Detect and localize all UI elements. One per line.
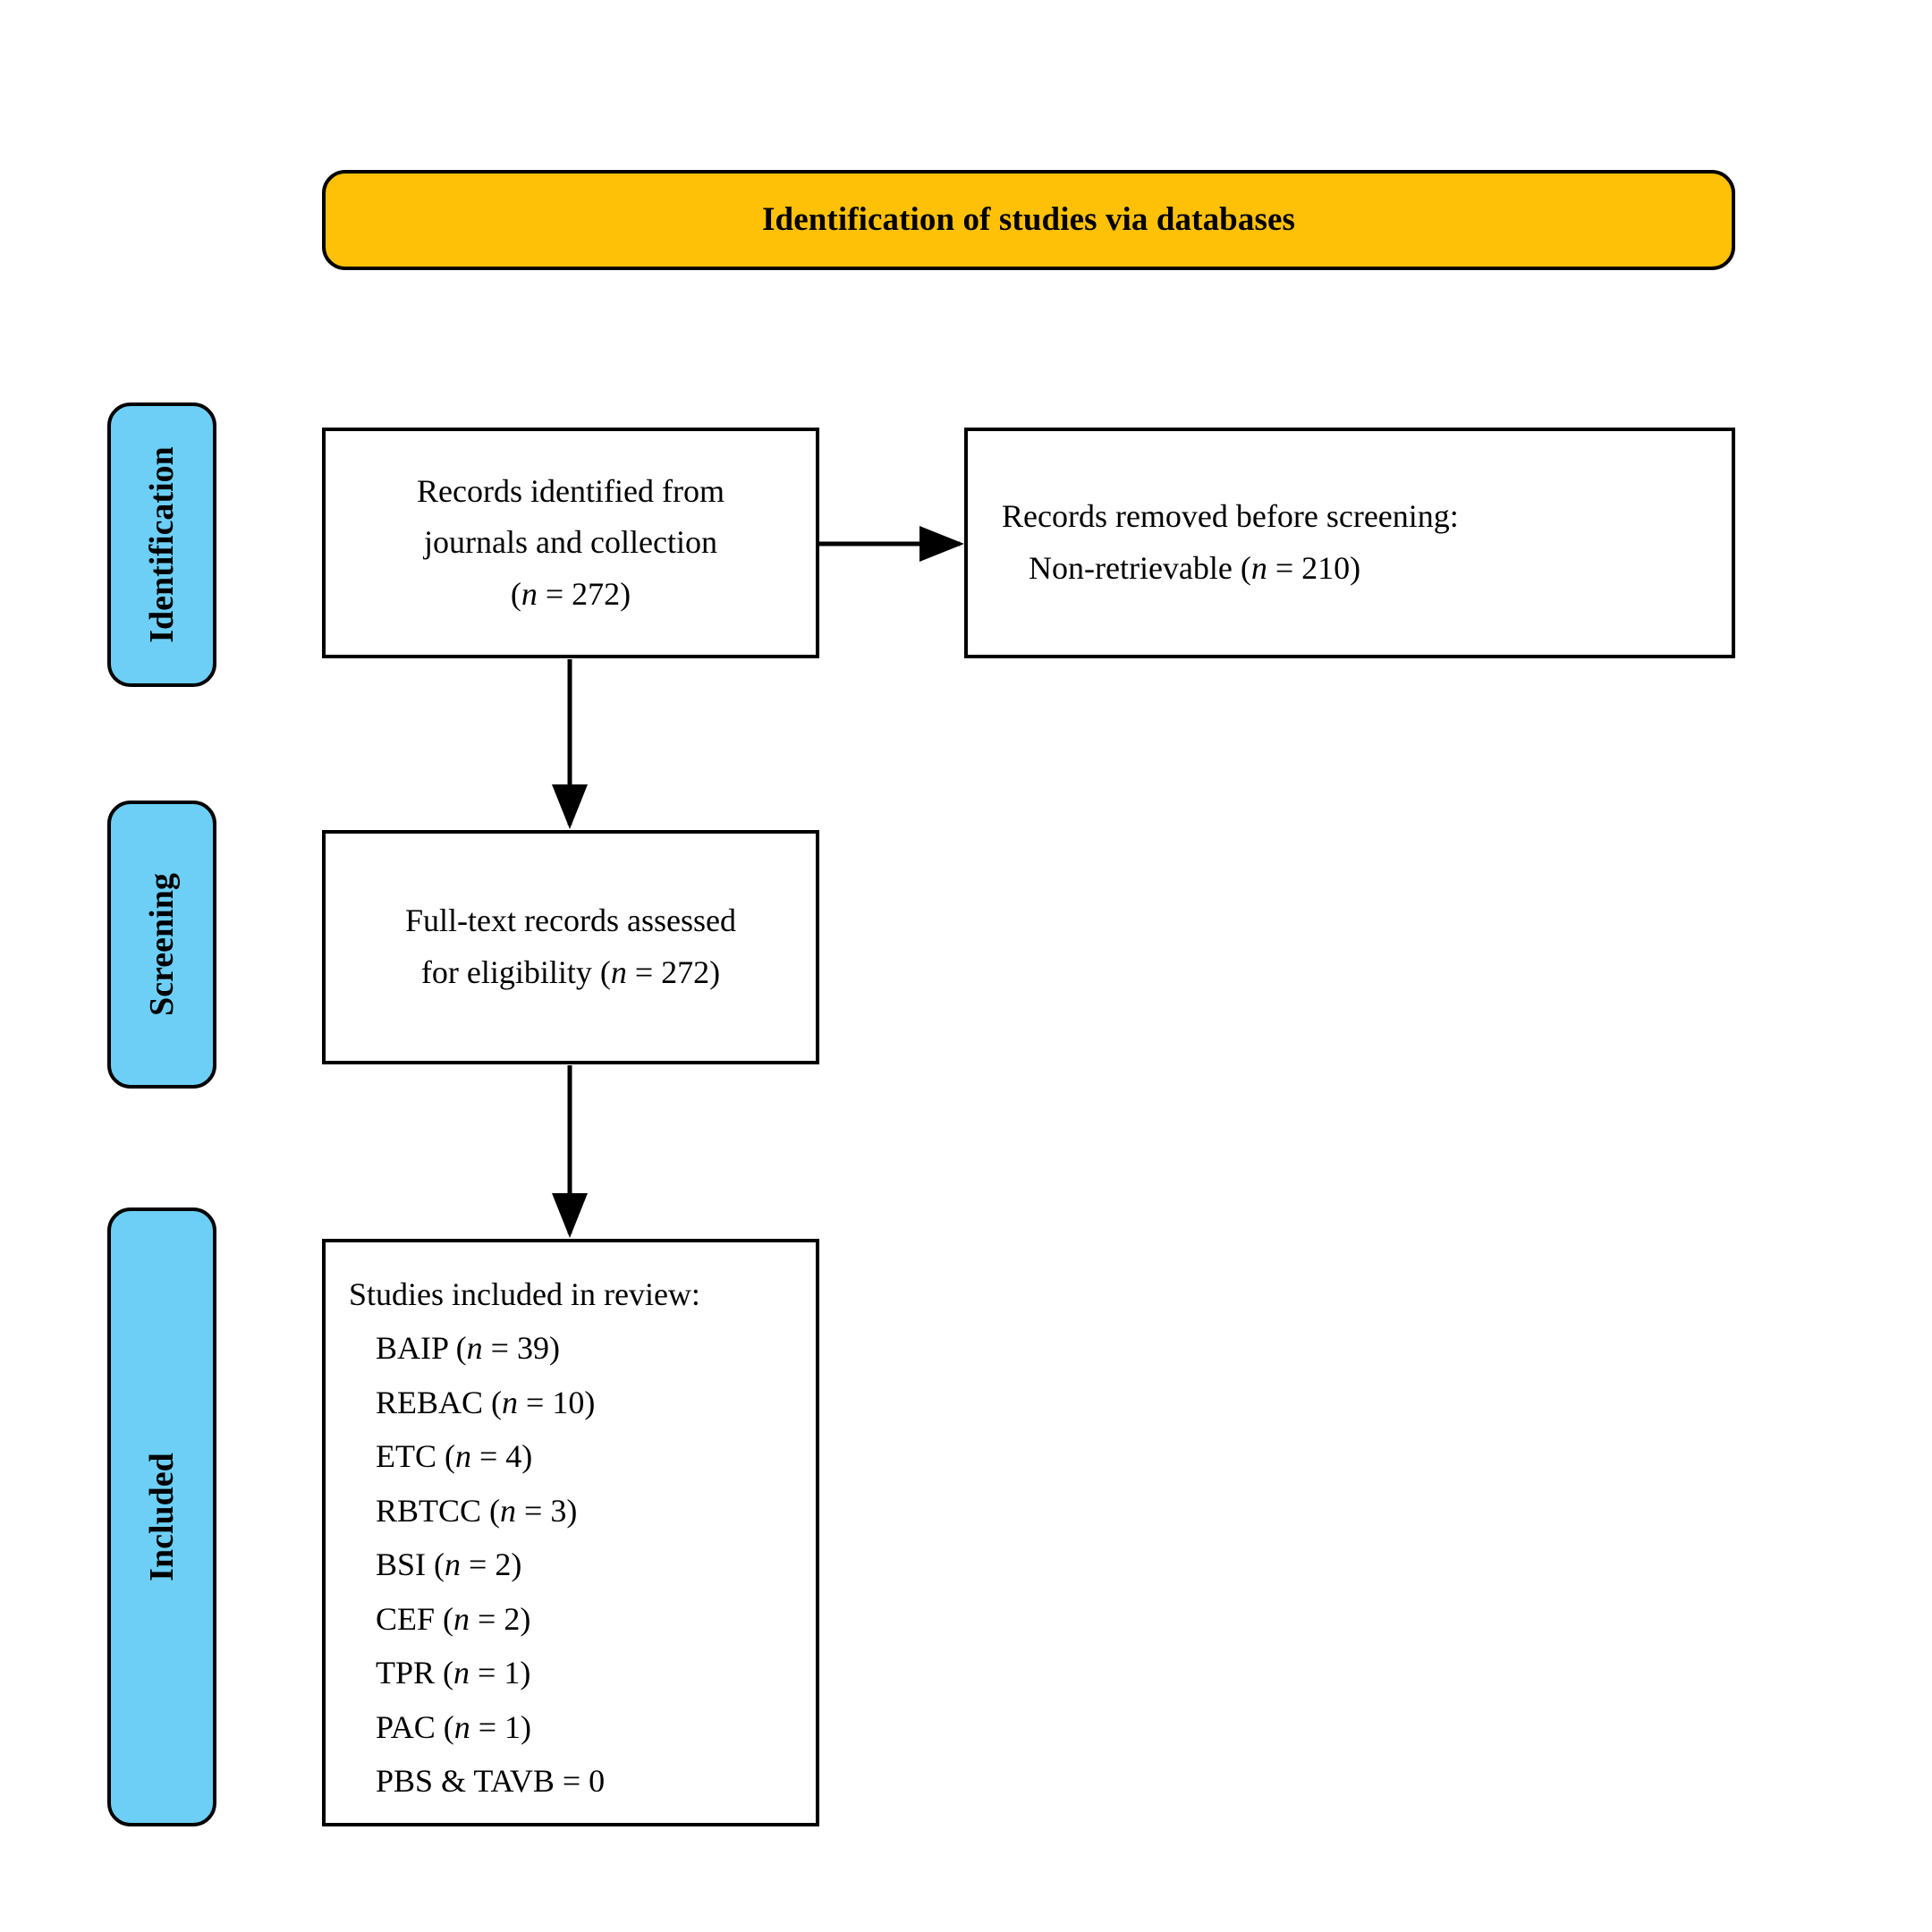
box-studies-included: Studies included in review: BAIP (n = 39… bbox=[322, 1239, 819, 1826]
n-value: = 2) bbox=[461, 1546, 522, 1583]
stage-label-included: Included bbox=[107, 1208, 216, 1826]
n-symbol: n bbox=[1250, 550, 1267, 586]
n-symbol: n bbox=[521, 575, 538, 612]
studies-included-list: BAIP (n = 39)REBAC (n = 10)ETC (n = 4)RB… bbox=[349, 1321, 700, 1808]
included-list-item: PBS & TAVB = 0 bbox=[349, 1754, 700, 1808]
stage-label-identification: Identification bbox=[107, 402, 216, 687]
box-records-removed: Records removed before screening: Non-re… bbox=[964, 428, 1735, 658]
n-symbol: n bbox=[453, 1655, 470, 1691]
included-item-label: TPR ( bbox=[376, 1655, 454, 1691]
studies-included-heading: Studies included in review: bbox=[349, 1276, 700, 1312]
fulltext-prefix: for eligibility ( bbox=[420, 954, 611, 990]
n-value: = 2) bbox=[470, 1600, 531, 1637]
n-value: = 1) bbox=[470, 1655, 531, 1691]
box-fulltext-assessed: Full-text records assessed for eligibili… bbox=[322, 830, 819, 1064]
n-symbol: n bbox=[502, 1384, 519, 1420]
n-value: = 39) bbox=[482, 1330, 560, 1367]
included-list-item: BAIP (n = 39) bbox=[349, 1321, 700, 1375]
included-list-item: RBTCC (n = 3) bbox=[349, 1484, 700, 1538]
fulltext-line1: Full-text records assessed bbox=[405, 902, 736, 939]
paren-open: ( bbox=[510, 575, 521, 612]
fulltext-line2: for eligibility (n = 272) bbox=[421, 954, 720, 990]
box-records-identified: Records identified from journals and col… bbox=[322, 428, 819, 658]
banner-title: Identification of studies via databases bbox=[762, 200, 1295, 238]
records-removed-line2: Non-retrievable (n = 210) bbox=[1002, 543, 1459, 595]
included-list-item: REBAC (n = 10) bbox=[349, 1376, 700, 1429]
n-symbol: n bbox=[454, 1438, 471, 1475]
records-identified-line1: Records identified from bbox=[417, 472, 724, 509]
included-item-label: CEF ( bbox=[376, 1600, 454, 1637]
n-symbol: n bbox=[500, 1492, 517, 1529]
included-item-label: PBS & TAVB = 0 bbox=[376, 1763, 606, 1800]
box-fulltext-assessed-text: Full-text records assessed for eligibili… bbox=[326, 895, 816, 998]
identification-banner: Identification of studies via databases bbox=[322, 170, 1735, 270]
n-value: = 210) bbox=[1267, 550, 1361, 586]
included-item-label: PAC ( bbox=[376, 1708, 454, 1745]
box-records-identified-text: Records identified from journals and col… bbox=[326, 466, 816, 621]
box-studies-included-text: Studies included in review: BAIP (n = 39… bbox=[326, 1242, 700, 1809]
included-item-label: BSI ( bbox=[376, 1546, 445, 1583]
n-symbol: n bbox=[453, 1708, 470, 1745]
included-list-item: TPR (n = 1) bbox=[349, 1646, 700, 1699]
n-value: = 272) bbox=[537, 575, 631, 612]
records-identified-line2: journals and collection bbox=[424, 524, 717, 561]
n-symbol: n bbox=[453, 1600, 470, 1637]
n-symbol: n bbox=[445, 1546, 462, 1583]
stage-label-screening: Screening bbox=[107, 801, 216, 1089]
records-identified-count: (n = 272) bbox=[511, 576, 631, 612]
n-value: = 1) bbox=[470, 1708, 532, 1745]
n-value: = 4) bbox=[470, 1438, 533, 1475]
n-value: = 10) bbox=[518, 1384, 596, 1420]
included-list-item: ETC (n = 4) bbox=[349, 1429, 700, 1483]
included-list-item: PAC (n = 1) bbox=[349, 1700, 700, 1754]
n-value: = 3) bbox=[516, 1492, 578, 1529]
box-records-removed-text: Records removed before screening: Non-re… bbox=[968, 491, 1459, 594]
included-item-label: BAIP ( bbox=[376, 1330, 467, 1367]
included-item-label: RBTCC ( bbox=[376, 1492, 501, 1529]
n-symbol: n bbox=[466, 1330, 483, 1367]
stage-label-identification-text: Identification bbox=[143, 446, 181, 643]
stage-label-screening-text: Screening bbox=[143, 873, 181, 1016]
included-list-item: BSI (n = 2) bbox=[349, 1538, 700, 1591]
n-symbol: n bbox=[610, 954, 627, 990]
non-retrievable-label: Non-retrievable ( bbox=[1029, 550, 1251, 586]
records-removed-line1: Records removed before screening: bbox=[1002, 498, 1459, 535]
included-item-label: ETC ( bbox=[376, 1438, 455, 1475]
included-item-label: REBAC ( bbox=[376, 1384, 503, 1420]
n-value: = 272) bbox=[626, 954, 721, 990]
included-list-item: CEF (n = 2) bbox=[349, 1592, 700, 1646]
stage-label-included-text: Included bbox=[143, 1453, 181, 1581]
